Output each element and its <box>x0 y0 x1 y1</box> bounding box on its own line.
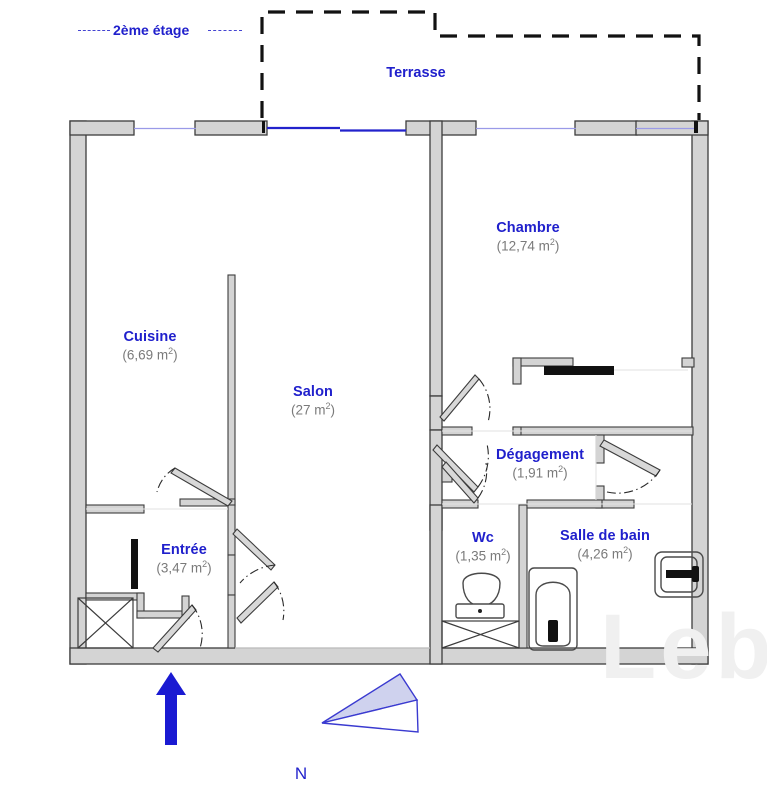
entry-direction-arrow <box>156 672 186 745</box>
floor-hairlines <box>86 430 692 649</box>
door-cuisine <box>156 467 233 507</box>
door-entree-salon <box>232 528 276 584</box>
door-entree-lower <box>236 581 285 624</box>
interior-walls <box>85 120 695 665</box>
door-wc <box>441 461 488 504</box>
fixtures <box>77 551 704 651</box>
terrace-outline <box>260 10 701 120</box>
door-salon-degagement <box>432 443 489 493</box>
vent-hatch-wc <box>441 620 520 649</box>
toilet-fixture <box>455 572 505 619</box>
door-chambre <box>439 374 491 423</box>
door-salle-de-bain <box>599 439 661 494</box>
door-front-entry <box>152 604 203 653</box>
exterior-walls <box>69 120 709 665</box>
vent-hatch-left <box>77 597 134 649</box>
doors <box>152 374 661 653</box>
bathtub-fixture <box>528 567 578 651</box>
washbasin-fixture <box>654 551 704 598</box>
compass-needle <box>321 673 419 733</box>
windows-top <box>134 121 698 133</box>
